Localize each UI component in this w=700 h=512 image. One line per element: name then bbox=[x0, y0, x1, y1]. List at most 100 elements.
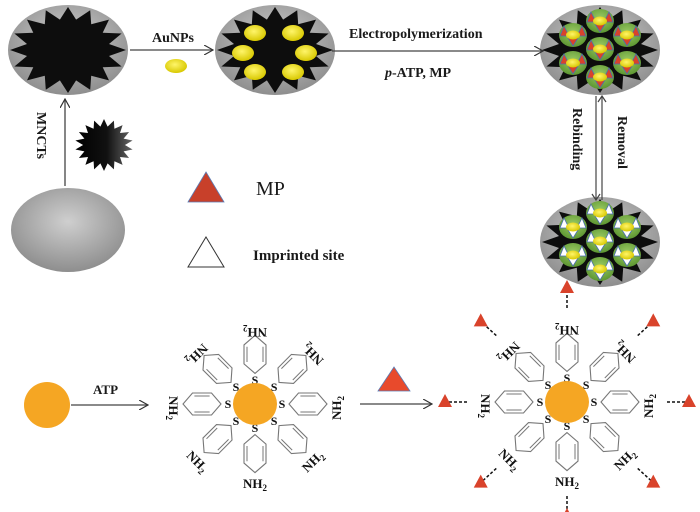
amine-text: NH bbox=[560, 323, 580, 338]
gold-core bbox=[233, 383, 277, 425]
rebinding-arrowhead bbox=[591, 193, 601, 202]
amine-group: NH2 bbox=[164, 396, 181, 421]
sulfur-atom: S bbox=[225, 397, 232, 411]
aunp bbox=[282, 25, 304, 41]
mp-molecule bbox=[564, 508, 570, 512]
amine-subscript: 2 bbox=[243, 323, 248, 333]
mp-molecule bbox=[646, 313, 661, 327]
amine-group: NH2 bbox=[641, 394, 658, 419]
amine-text: NH bbox=[641, 399, 656, 419]
removal-arrowhead bbox=[597, 94, 607, 103]
aunp bbox=[593, 264, 607, 274]
double-bond bbox=[529, 355, 541, 367]
aunp bbox=[593, 208, 607, 218]
double-bond bbox=[529, 437, 541, 449]
benzene-ring bbox=[277, 353, 308, 384]
bare-gce-electrode bbox=[11, 188, 125, 272]
aunp bbox=[566, 58, 580, 68]
mp-molecule bbox=[560, 280, 574, 293]
benzene-ring bbox=[555, 332, 579, 373]
sulfur-atom: S bbox=[564, 371, 571, 385]
sulfur-atom: S bbox=[583, 412, 590, 426]
amine-group: NH2 bbox=[182, 448, 211, 477]
legend-imprinted-site-label: Imprinted site bbox=[253, 248, 345, 264]
benzene-ring bbox=[182, 392, 222, 416]
amine-text: NH bbox=[478, 394, 493, 414]
mnct-particle bbox=[75, 119, 133, 171]
aunp bbox=[620, 250, 634, 260]
amine-text: NH bbox=[166, 396, 181, 416]
amine-group: NH2 bbox=[555, 321, 580, 338]
mnct-layer bbox=[10, 7, 126, 93]
amine-group: NH2 bbox=[610, 337, 639, 366]
amine-subscript: 2 bbox=[182, 353, 193, 364]
aunp bbox=[620, 30, 634, 40]
electropolymerization-label: Electropolymerization bbox=[349, 27, 483, 42]
benzene-ring bbox=[514, 351, 545, 382]
reagents-p: p bbox=[384, 66, 392, 81]
aunp bbox=[295, 45, 317, 61]
electrode-with-polymer-template bbox=[540, 5, 660, 95]
bare-electrode-with-mncts bbox=[8, 5, 128, 95]
amine-group: NH2 bbox=[299, 447, 328, 476]
sulfur-atom: S bbox=[545, 412, 552, 426]
benzene-ring bbox=[600, 390, 640, 414]
benzene-ring bbox=[243, 433, 267, 474]
aunp bbox=[593, 44, 607, 54]
double-bond bbox=[281, 439, 293, 451]
amine-subscript: 2 bbox=[555, 321, 560, 331]
amine-subscript: 2 bbox=[263, 483, 268, 493]
amine-subscript: 2 bbox=[494, 351, 505, 362]
sulfur-atom: S bbox=[591, 395, 598, 409]
aunp bbox=[566, 222, 580, 232]
sulfur-atom: S bbox=[564, 419, 571, 433]
removal-label: Removal bbox=[614, 116, 629, 169]
aunp bbox=[620, 222, 634, 232]
benzene-ring bbox=[589, 351, 620, 382]
double-bond bbox=[206, 427, 218, 440]
mncts-label: MNCTs bbox=[33, 112, 48, 159]
sulfur-atom: S bbox=[252, 421, 259, 435]
amine-subscript: 2 bbox=[164, 416, 174, 421]
benzene-ring bbox=[202, 353, 233, 384]
sulfur-atom: S bbox=[537, 395, 544, 409]
sulfur-atom: S bbox=[545, 378, 552, 392]
double-bond bbox=[604, 366, 616, 379]
benzene-ring bbox=[243, 334, 267, 375]
aunp-particle bbox=[165, 59, 187, 73]
double-bond bbox=[604, 425, 616, 438]
amine-group: NH2 bbox=[494, 337, 523, 366]
aunp bbox=[244, 64, 266, 80]
sulfur-atom: S bbox=[271, 380, 278, 394]
bare-gold-nanoparticle bbox=[24, 382, 70, 428]
double-bond bbox=[593, 355, 605, 367]
legend-imprinted-site-triangle bbox=[187, 236, 225, 268]
amine-subscript: 2 bbox=[303, 339, 314, 350]
sulfur-atom: S bbox=[233, 380, 240, 394]
mnct-star bbox=[75, 119, 133, 171]
amine-group: NH2 bbox=[182, 339, 211, 368]
electrode-with-aunps bbox=[215, 5, 335, 95]
amine-group: NH2 bbox=[494, 446, 523, 475]
amine-subscript: 2 bbox=[318, 452, 329, 463]
amine-group: NH2 bbox=[243, 323, 268, 340]
benzene-ring bbox=[494, 390, 534, 414]
aunp bbox=[232, 45, 254, 61]
amine-text: NH bbox=[248, 325, 268, 340]
amine-text: NH bbox=[243, 476, 263, 491]
amine-subscript: 2 bbox=[476, 414, 486, 419]
amine-group: NH2 bbox=[611, 445, 640, 474]
mp-molecule bbox=[473, 313, 488, 327]
double-bond bbox=[593, 437, 605, 449]
amine-subscript: 2 bbox=[648, 394, 658, 399]
benzene-ring bbox=[288, 392, 328, 416]
sulfur-atom: S bbox=[583, 378, 590, 392]
legend-mp-label: MP bbox=[256, 178, 285, 200]
aunp bbox=[620, 58, 634, 68]
benzene-ring bbox=[589, 422, 620, 453]
mp-molecule bbox=[646, 474, 661, 488]
mp-molecule bbox=[438, 394, 452, 407]
amine-subscript: 2 bbox=[615, 337, 626, 348]
